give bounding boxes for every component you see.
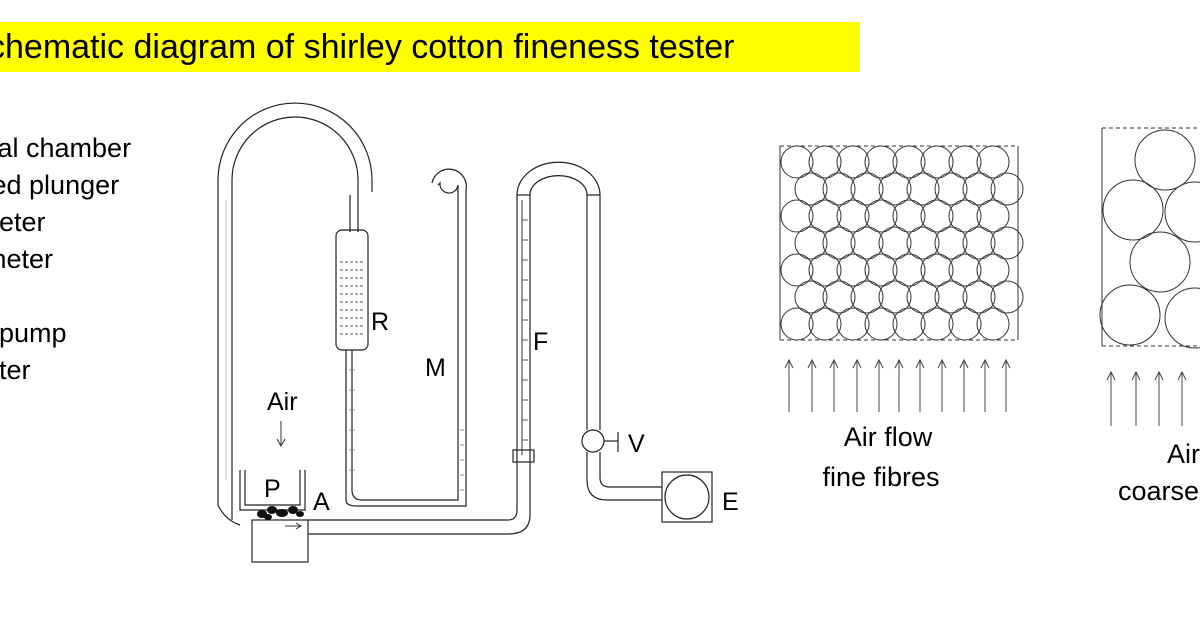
fibre-circle	[780, 307, 814, 341]
label-a: A	[313, 488, 330, 516]
fibre-circle	[878, 172, 912, 206]
fine-caption-line2: fine fibres	[822, 462, 939, 492]
fibre-circle	[822, 280, 856, 314]
fibre-circle	[892, 145, 926, 179]
fibre-circle	[976, 199, 1010, 233]
fibre-circle	[892, 307, 926, 341]
flow-meter-f	[512, 449, 535, 463]
fibre-circle	[794, 172, 828, 206]
fibre-circle	[990, 226, 1024, 260]
valve-v	[581, 429, 605, 453]
fibre-circle	[906, 280, 940, 314]
fibre-circle	[906, 172, 940, 206]
fibre-circle	[864, 253, 898, 287]
fibre-circle	[962, 172, 996, 206]
pump-e	[661, 471, 713, 523]
fine-fibres-panel	[779, 145, 1024, 341]
fibre-circle	[836, 199, 870, 233]
label-f: F	[533, 328, 548, 356]
fibre-circle	[780, 145, 814, 179]
fibre-circle	[892, 253, 926, 287]
fibre-circle	[780, 199, 814, 233]
fibre-circle	[934, 172, 968, 206]
fibre-circle	[948, 307, 982, 341]
left-u-tube	[231, 116, 359, 520]
fibre-circle	[934, 280, 968, 314]
fibre-circle	[962, 280, 996, 314]
fibre-circle	[808, 307, 842, 341]
label-air: Air	[267, 388, 298, 416]
label-m: M	[425, 354, 446, 382]
fibre-circle	[976, 307, 1010, 341]
fine-caption-line1: Air flow	[844, 422, 933, 452]
fibre-circle	[920, 145, 954, 179]
fibre-circle	[836, 253, 870, 287]
legend-item: t pump	[0, 318, 67, 348]
fibre-circle	[878, 280, 912, 314]
fibre-circle	[780, 253, 814, 287]
fibre-circle	[948, 253, 982, 287]
fine-airflow-arrows	[784, 358, 1011, 412]
fibre-circle	[920, 307, 954, 341]
legend-item: meter	[0, 244, 54, 274]
fibre-circle	[990, 280, 1024, 314]
label-e: E	[722, 488, 739, 516]
cotton-sample	[257, 506, 304, 520]
legend-item: neter	[0, 207, 46, 237]
coarse-fibres-panel	[1099, 127, 1200, 349]
fibre-circle	[808, 253, 842, 287]
coarse-airflow-arrows	[1106, 370, 1187, 426]
fibre-circle	[934, 226, 968, 260]
fibre-circle	[976, 253, 1010, 287]
fibre-circle	[878, 226, 912, 260]
fibre-circle	[808, 199, 842, 233]
fibre-circle	[906, 226, 940, 260]
fibre-circle	[990, 172, 1024, 206]
label-r: R	[371, 308, 389, 336]
coarse-caption-line2: coarse	[1118, 476, 1199, 506]
fibre-circle	[920, 199, 954, 233]
fibre-circle	[850, 226, 884, 260]
fibre-circle	[850, 280, 884, 314]
fibre-circle	[976, 145, 1010, 179]
label-p: P	[264, 475, 281, 503]
diagram-title: chematic diagram of shirley cotton finen…	[0, 22, 860, 72]
fibre-circle	[794, 226, 828, 260]
fibre-circle	[864, 307, 898, 341]
fibre-circle	[892, 199, 926, 233]
legend-item: ted plunger	[0, 170, 120, 200]
fibre-circle	[948, 145, 982, 179]
fibre-circle	[864, 145, 898, 179]
label-v: V	[628, 430, 645, 458]
fibre-circle	[948, 199, 982, 233]
fibre-circle	[850, 172, 884, 206]
legend-list: cal chamber ted plunger neter meter t pu…	[0, 130, 131, 389]
fibre-circle	[822, 226, 856, 260]
fibre-circle	[836, 307, 870, 341]
fibre-circle	[822, 172, 856, 206]
legend-item: eter	[0, 355, 31, 385]
fibre-circle	[836, 145, 870, 179]
legend-item: cal chamber	[0, 133, 132, 163]
fibre-circle	[808, 145, 842, 179]
fibre-circle	[920, 253, 954, 287]
fibre-circle	[962, 226, 996, 260]
fibre-circle	[794, 280, 828, 314]
reservoir-r	[335, 229, 369, 351]
fibre-circle	[864, 199, 898, 233]
coarse-caption-line1: Air	[1167, 439, 1200, 469]
